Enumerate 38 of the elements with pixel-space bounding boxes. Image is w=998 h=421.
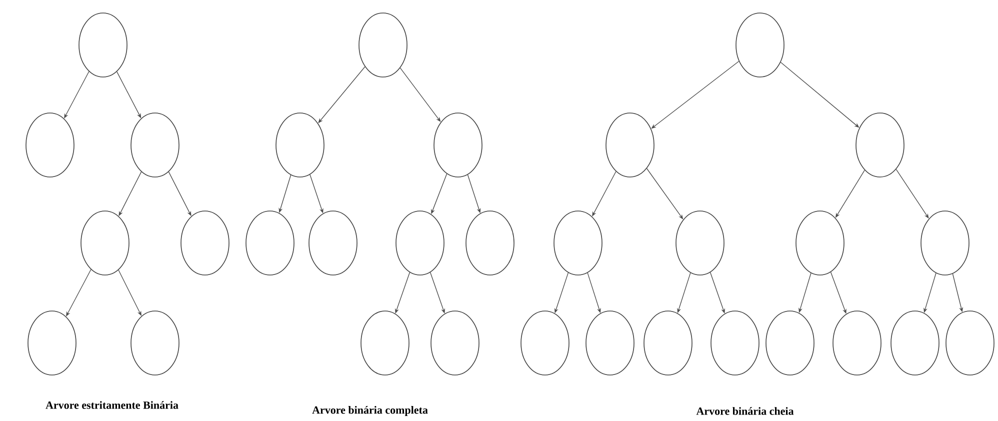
tree-node-circle <box>796 210 844 276</box>
tree-node-circle <box>676 210 724 276</box>
tree-node-circle <box>586 310 634 376</box>
tree-caption: Arvore binária cheia <box>696 407 794 415</box>
tree-node-circle <box>946 310 994 376</box>
tree-node-circle <box>766 310 814 376</box>
tree-node-circle <box>28 310 76 376</box>
tree-node-circle <box>308 210 358 276</box>
tree-node-circle <box>920 210 970 276</box>
tree-node-circle <box>26 112 74 178</box>
arrow <box>646 168 684 220</box>
tree-node-circle <box>358 12 408 78</box>
arrow <box>66 269 92 316</box>
tree-node-circle <box>396 210 444 276</box>
tree-node-circle <box>710 310 760 376</box>
tree-node-circle <box>130 112 180 178</box>
tree-node-circle <box>246 210 294 276</box>
tree-node-circle <box>736 12 784 78</box>
tree-caption: Arvore binária completa <box>312 406 428 416</box>
tree-node-circle <box>520 310 570 376</box>
tree-node-circle <box>430 310 480 376</box>
tree-node-circle <box>360 310 410 376</box>
tree-node-circle <box>78 12 128 78</box>
tree-node-circle <box>606 112 654 178</box>
tree-node-circle <box>554 210 602 276</box>
tree-node-circle <box>80 210 130 276</box>
tree-node-circle <box>890 310 940 376</box>
tree-node-circle <box>644 310 692 376</box>
tree-node-circle <box>434 112 482 178</box>
tree-caption: Arvore estritamente Binária <box>46 401 178 409</box>
tree-node-circle <box>832 310 882 376</box>
tree-node-circle <box>276 112 324 178</box>
tree-node-circle <box>180 210 230 276</box>
arrow <box>64 71 90 118</box>
tree-node-circle <box>856 112 904 178</box>
tree-node-circle <box>466 210 514 276</box>
tree-node-circle <box>130 310 180 376</box>
arrow <box>118 270 142 316</box>
